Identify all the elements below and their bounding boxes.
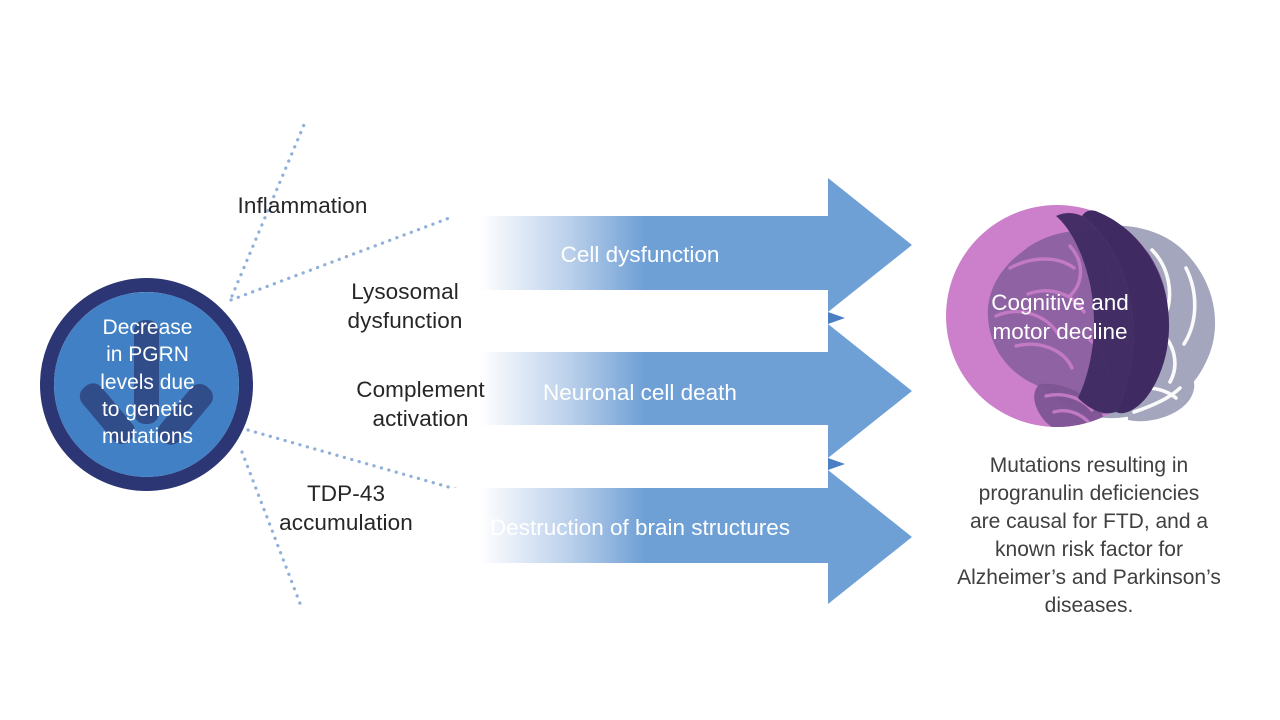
connector-line-inflammation xyxy=(230,118,308,298)
arrow-overlap-wedge-lower xyxy=(828,458,845,470)
down-arrow-icon xyxy=(79,320,213,445)
outcome-arrow-shapes xyxy=(452,178,912,604)
source-circle-ring xyxy=(40,278,253,491)
arrow-shape-destruction-of-brain-structures[interactable] xyxy=(452,470,912,604)
mechanism-label-lysosomal-dysfunction: Lysosomal dysfunction xyxy=(347,279,463,333)
mechanism-label-inflammation: Inflammation xyxy=(237,193,368,218)
mechanism-label-complement-activation: Complement activation xyxy=(356,377,485,431)
result-node-label: Cognitive and motor decline xyxy=(991,290,1129,345)
arrow-label-neuronal-cell-death: Neuronal cell death xyxy=(543,380,737,405)
arrow-label-destruction-of-brain-structures: Destruction of brain structures xyxy=(489,515,791,540)
brain-dark-band xyxy=(1056,210,1170,414)
connector-lines xyxy=(229,118,468,608)
connector-line-lysosomal xyxy=(229,215,454,302)
source-node-shape[interactable] xyxy=(40,278,253,491)
mechanism-label-tdp43-accumulation: TDP-43 accumulation xyxy=(279,481,413,535)
arrow-shape-neuronal-cell-death[interactable] xyxy=(452,324,912,458)
connector-line-tdp43 xyxy=(240,450,303,608)
arrow-label-cell-dysfunction: Cell dysfunction xyxy=(560,242,720,267)
source-node-label: Decrease in PGRN levels due to genetic m… xyxy=(100,316,195,449)
result-caption: Mutations resulting in progranulin defic… xyxy=(957,454,1221,617)
arrow-shape-cell-dysfunction[interactable] xyxy=(452,178,912,312)
result-node-shape[interactable] xyxy=(946,205,1215,463)
arrow-overlap-wedge-upper xyxy=(828,312,845,324)
connector-line-complement xyxy=(246,428,468,494)
